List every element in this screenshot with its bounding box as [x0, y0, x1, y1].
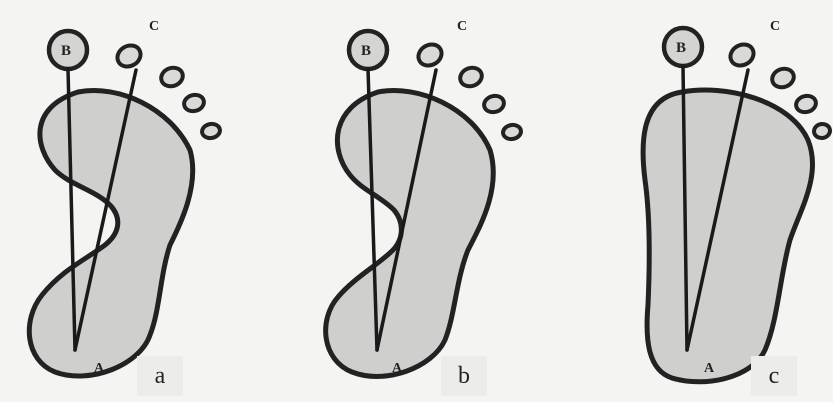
footprint-b-toe-2	[415, 40, 446, 69]
footprint-c-label-c: C	[770, 19, 780, 34]
footprint-a-label-b: B	[61, 43, 71, 59]
footprint-b-label-a: A	[392, 361, 403, 376]
panel-caption-b: b	[441, 356, 487, 396]
footprint-c: B C A	[643, 19, 831, 382]
footprint-c-toe-5	[813, 123, 831, 140]
footprint-a-toe-3	[159, 65, 186, 89]
footprint-a-label-a: A	[94, 361, 105, 376]
footprint-c-label-a: A	[704, 361, 715, 376]
panel-caption-c: c	[751, 356, 797, 396]
panel-caption-a: a	[137, 356, 183, 396]
footprint-a-outline	[29, 90, 192, 376]
footprint-c-label-b: B	[676, 40, 686, 56]
footprint-c-toe-3	[770, 66, 797, 90]
footprint-b: B C A	[326, 19, 522, 376]
footprint-b-toe-5	[502, 124, 522, 141]
footprint-b-label-b: B	[361, 43, 371, 59]
footprint-b-toe-4	[482, 94, 505, 115]
footprint-a-label-c: C	[149, 19, 159, 34]
footprint-a: B C A	[29, 19, 221, 376]
footprint-c-toe-2	[727, 40, 758, 69]
footprint-b-outline	[326, 90, 494, 376]
footprint-c-toe-4	[794, 94, 817, 115]
footprint-a-toe-4	[182, 93, 205, 114]
footprint-b-label-c: C	[457, 19, 467, 34]
footprint-c-outline	[643, 90, 812, 382]
footprint-b-toe-3	[458, 65, 485, 89]
footprint-a-toe-5	[201, 123, 221, 140]
footprint-a-toe-2	[114, 41, 145, 70]
